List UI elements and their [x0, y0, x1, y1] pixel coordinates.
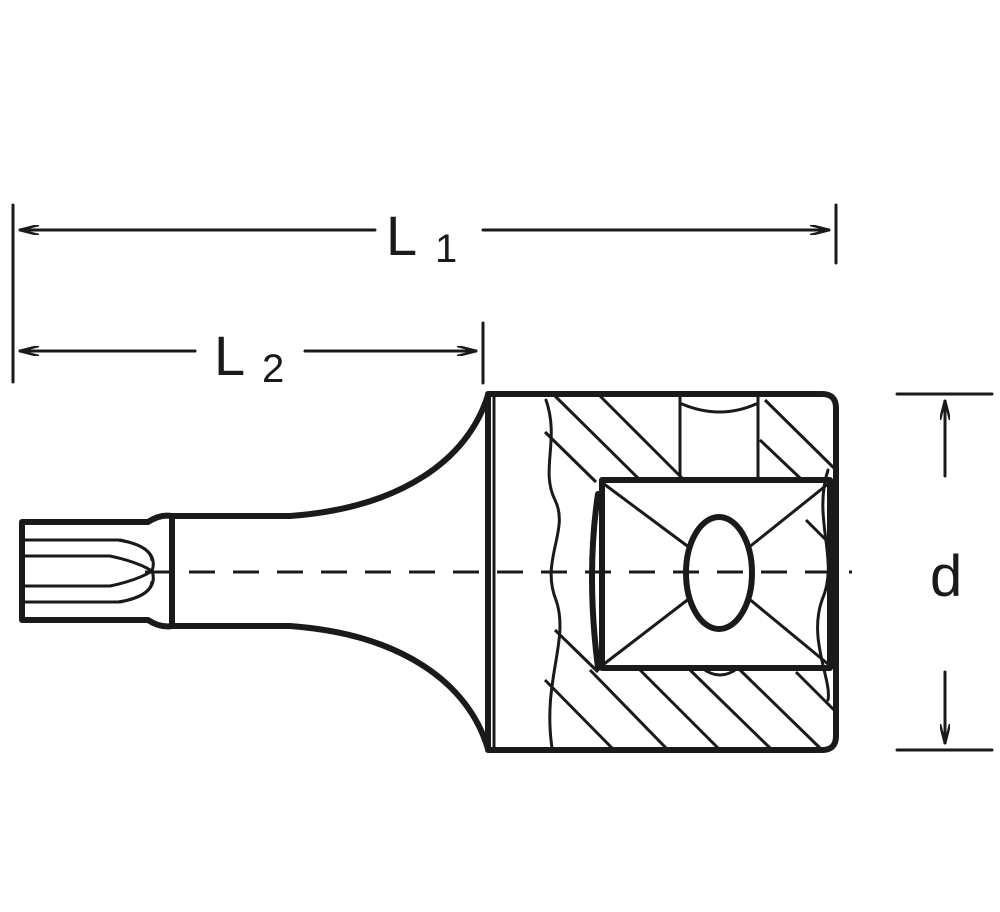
- label-l2-index: 2: [262, 347, 284, 391]
- label-l1-index: 1: [435, 227, 457, 271]
- internal-profile-right: [816, 468, 830, 702]
- socket-outline: [485, 391, 839, 753]
- shank-outline-bottom: [169, 623, 491, 752]
- label-l2-letter: L: [214, 324, 245, 387]
- dimension-d: d: [895, 392, 994, 752]
- dimension-l1: L 1: [11, 203, 838, 384]
- drive-square: [599, 477, 833, 671]
- label-d: d: [930, 544, 962, 609]
- label-l1-letter: L: [386, 204, 417, 267]
- shank-outline: [169, 392, 491, 519]
- internal-profile-left: [544, 398, 562, 750]
- dimension-l2: L 2: [18, 321, 485, 391]
- section-hatching: [543, 394, 836, 750]
- socket-bit: [19, 391, 839, 753]
